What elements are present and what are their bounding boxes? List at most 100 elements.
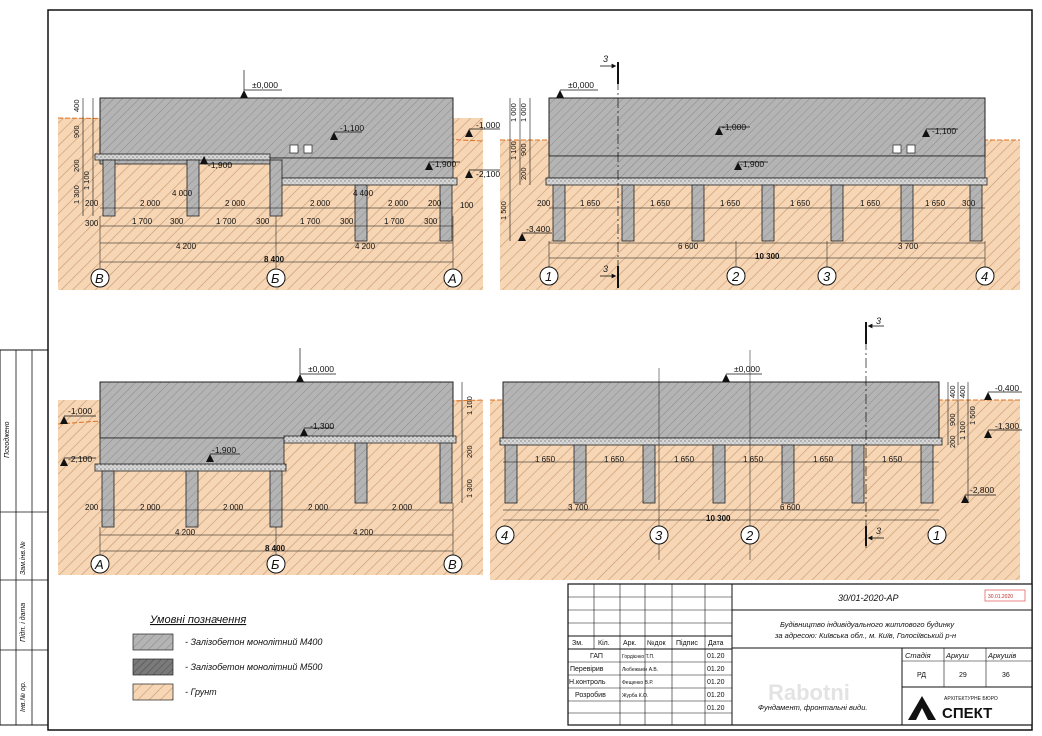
svg-text:-1,900: -1,900 <box>212 445 236 455</box>
pile <box>101 470 115 528</box>
svg-text:3: 3 <box>823 269 831 284</box>
svg-text:1 650: 1 650 <box>650 199 671 208</box>
pile <box>186 159 200 217</box>
svg-text:01.20: 01.20 <box>707 705 725 712</box>
legend-item-label: - Залізобетон монолітний М500 <box>185 662 322 672</box>
level-mark: -3,400 <box>518 224 552 241</box>
level-mark: ±0,000 <box>240 70 282 98</box>
drawing-code: 30/01-2020-АР <box>838 593 899 603</box>
svg-text:-2,100: -2,100 <box>68 454 92 464</box>
svg-text:2 000: 2 000 <box>140 199 161 208</box>
svg-text:Б: Б <box>271 557 280 572</box>
watermark: Rabotni <box>768 680 850 705</box>
svg-text:-2,100: -2,100 <box>476 169 500 179</box>
svg-text:±0,000: ±0,000 <box>568 80 594 90</box>
pile <box>900 184 914 242</box>
svg-text:Б: Б <box>271 271 280 286</box>
svg-text:Любежанін А.В.: Любежанін А.В. <box>622 667 658 673</box>
svg-text:за адресою: Київська обл., м.: за адресою: Київська обл., м. Київ, Голо… <box>774 631 956 640</box>
svg-text:2: 2 <box>745 528 754 543</box>
level-mark: ±0,000 <box>296 348 336 382</box>
axis-marker <box>740 525 760 545</box>
axis-marker <box>443 554 463 574</box>
svg-text:3: 3 <box>655 528 663 543</box>
svg-text:900: 900 <box>519 143 528 156</box>
svg-text:200: 200 <box>948 435 957 448</box>
svg-text:10 300: 10 300 <box>755 252 780 261</box>
axis-marker <box>495 525 515 545</box>
svg-text:2 000: 2 000 <box>223 503 244 512</box>
svg-text:3 700: 3 700 <box>898 242 919 251</box>
svg-text:-1,100: -1,100 <box>340 123 364 133</box>
svg-text:Журба К.О.: Журба К.О. <box>622 693 648 699</box>
svg-text:4 400: 4 400 <box>353 189 374 198</box>
svg-text:300: 300 <box>424 217 438 226</box>
axis-marker <box>90 268 110 288</box>
svg-text:400: 400 <box>948 385 957 398</box>
svg-text:300: 300 <box>256 217 270 226</box>
svg-text:1 650: 1 650 <box>860 199 881 208</box>
svg-text:1 100: 1 100 <box>465 396 474 415</box>
view-2-front-section: 3 3 ±0,000 -1,000 -1,100 -1,900 -3,400 1… <box>499 54 1020 290</box>
svg-text:1 700: 1 700 <box>132 217 153 226</box>
pile <box>102 159 116 217</box>
svg-text:Розробив: Розробив <box>575 691 606 699</box>
svg-text:Кіл.: Кіл. <box>598 639 610 647</box>
svg-text:2 000: 2 000 <box>392 503 413 512</box>
svg-text:3: 3 <box>603 54 608 64</box>
pile <box>621 184 635 242</box>
svg-text:3 700: 3 700 <box>568 503 589 512</box>
svg-text:А: А <box>447 271 457 286</box>
svg-text:Перевірив: Перевірив <box>570 665 604 673</box>
svg-text:1 000: 1 000 <box>509 103 518 122</box>
svg-text:400: 400 <box>958 385 967 398</box>
svg-text:400: 400 <box>72 99 81 112</box>
svg-text:-2,800: -2,800 <box>970 485 994 495</box>
level-mark: -1,900 <box>734 159 768 170</box>
concrete-body <box>548 97 986 157</box>
grade-beam <box>499 437 943 446</box>
svg-text:4: 4 <box>981 269 988 284</box>
svg-text:4 000: 4 000 <box>172 189 193 198</box>
svg-text:1: 1 <box>545 269 552 284</box>
level-mark: -1,300 <box>300 421 334 436</box>
svg-text:1 300: 1 300 <box>465 479 474 498</box>
svg-text:200: 200 <box>537 199 551 208</box>
svg-text:-1,000: -1,000 <box>68 406 92 416</box>
svg-text:±0,000: ±0,000 <box>308 364 334 374</box>
grade-beam <box>545 177 988 186</box>
axis-marker <box>726 266 746 286</box>
legend-swatch-m500 <box>132 658 174 676</box>
svg-text:4 200: 4 200 <box>175 528 196 537</box>
svg-text:4 200: 4 200 <box>355 242 376 251</box>
svg-text:А: А <box>94 557 104 572</box>
level-mark: -1,900 <box>200 156 232 170</box>
concrete-body <box>99 381 454 439</box>
svg-text:300: 300 <box>962 199 976 208</box>
svg-text:300: 300 <box>340 217 354 226</box>
svg-text:100: 100 <box>460 201 474 210</box>
level-mark: -2,100 <box>60 454 96 466</box>
concrete-body <box>502 381 940 439</box>
svg-text:6 600: 6 600 <box>780 503 801 512</box>
grade-beam <box>94 153 271 161</box>
svg-text:2 000: 2 000 <box>225 199 246 208</box>
svg-text:200: 200 <box>85 503 99 512</box>
svg-text:200: 200 <box>519 167 528 180</box>
svg-text:1 100: 1 100 <box>958 421 967 440</box>
svg-text:±0,000: ±0,000 <box>734 364 760 374</box>
svg-text:Дата: Дата <box>708 640 724 647</box>
svg-text:-1,900: -1,900 <box>208 160 232 170</box>
svg-text:Фещенко В.Р.: Фещенко В.Р. <box>622 680 653 686</box>
svg-text:-1,000: -1,000 <box>476 120 500 130</box>
svg-text:900: 900 <box>72 125 81 138</box>
svg-text:Н.контроль: Н.контроль <box>569 679 606 686</box>
svg-text:1 650: 1 650 <box>580 199 601 208</box>
svg-text:01.20: 01.20 <box>707 692 725 699</box>
svg-text:4: 4 <box>501 528 508 543</box>
svg-text:Гордієнко Т.П.: Гордієнко Т.П. <box>622 654 654 660</box>
svg-text:1 000: 1 000 <box>519 103 528 122</box>
svg-text:200: 200 <box>428 199 442 208</box>
svg-text:1 300: 1 300 <box>72 185 81 204</box>
svg-text:-1,900: -1,900 <box>432 159 456 169</box>
